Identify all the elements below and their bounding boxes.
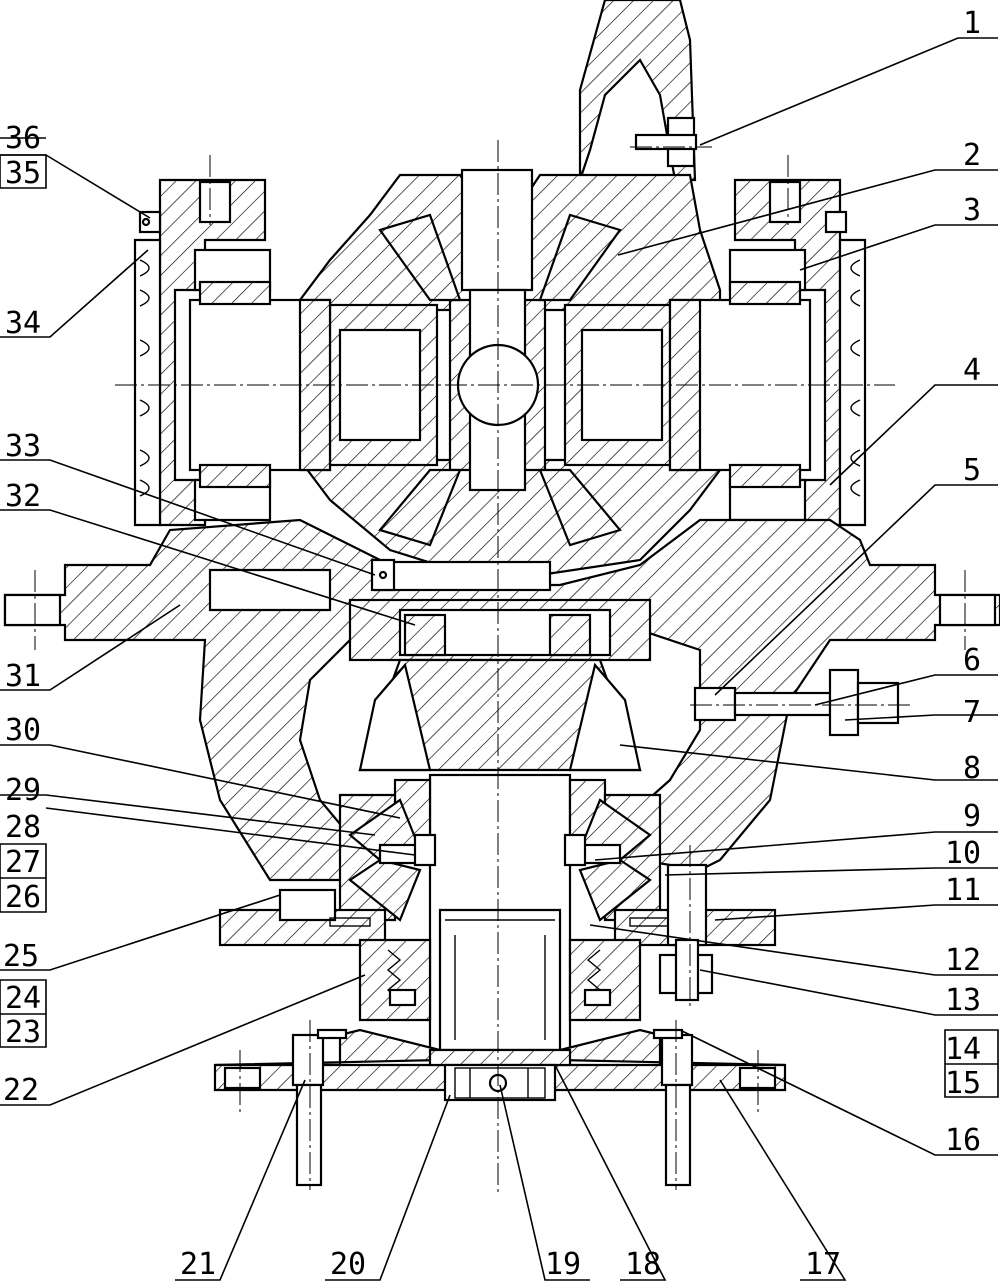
callout-18: 18	[625, 1247, 661, 1282]
leader-lines	[0, 37, 999, 1281]
callout-6: 6	[963, 643, 981, 678]
callout-36: 36	[5, 121, 41, 156]
callout-35: 35	[5, 156, 41, 191]
callout-19: 19	[545, 1247, 581, 1282]
callout-22: 22	[3, 1073, 39, 1108]
callout-labels: 1 2 3 4 5 6 7 8 9 10 11 12 13 14 15 16 1…	[3, 6, 981, 1282]
callout-4: 4	[963, 353, 981, 388]
callout-15: 15	[945, 1066, 981, 1101]
callout-1: 1	[963, 6, 981, 41]
callout-21: 21	[180, 1247, 216, 1282]
callout-17: 17	[805, 1247, 841, 1282]
callout-5: 5	[963, 453, 981, 488]
assembly-geometry	[3, 0, 1000, 1187]
callout-20: 20	[330, 1247, 366, 1282]
callout-31: 31	[5, 659, 41, 694]
callout-10: 10	[945, 836, 981, 871]
callout-27: 27	[5, 845, 41, 880]
callout-23: 23	[5, 1015, 41, 1050]
callout-13: 13	[945, 983, 981, 1018]
center-lines	[34, 140, 966, 1195]
callout-16: 16	[945, 1123, 981, 1158]
callout-7: 7	[963, 695, 981, 730]
callout-34: 34	[5, 306, 41, 341]
callout-12: 12	[945, 943, 981, 978]
callout-8: 8	[963, 751, 981, 786]
callout-25: 25	[3, 939, 39, 974]
callout-24: 24	[5, 981, 41, 1016]
callout-33: 33	[5, 429, 41, 464]
callout-2: 2	[963, 138, 981, 173]
callout-29: 29	[5, 773, 41, 808]
callout-14: 14	[945, 1032, 981, 1067]
callout-30: 30	[5, 713, 41, 748]
callout-11: 11	[945, 873, 981, 908]
callout-28: 28	[5, 810, 41, 845]
callout-32: 32	[5, 479, 41, 514]
callout-9: 9	[963, 799, 981, 834]
callout-3: 3	[963, 193, 981, 228]
callout-26: 26	[5, 880, 41, 915]
